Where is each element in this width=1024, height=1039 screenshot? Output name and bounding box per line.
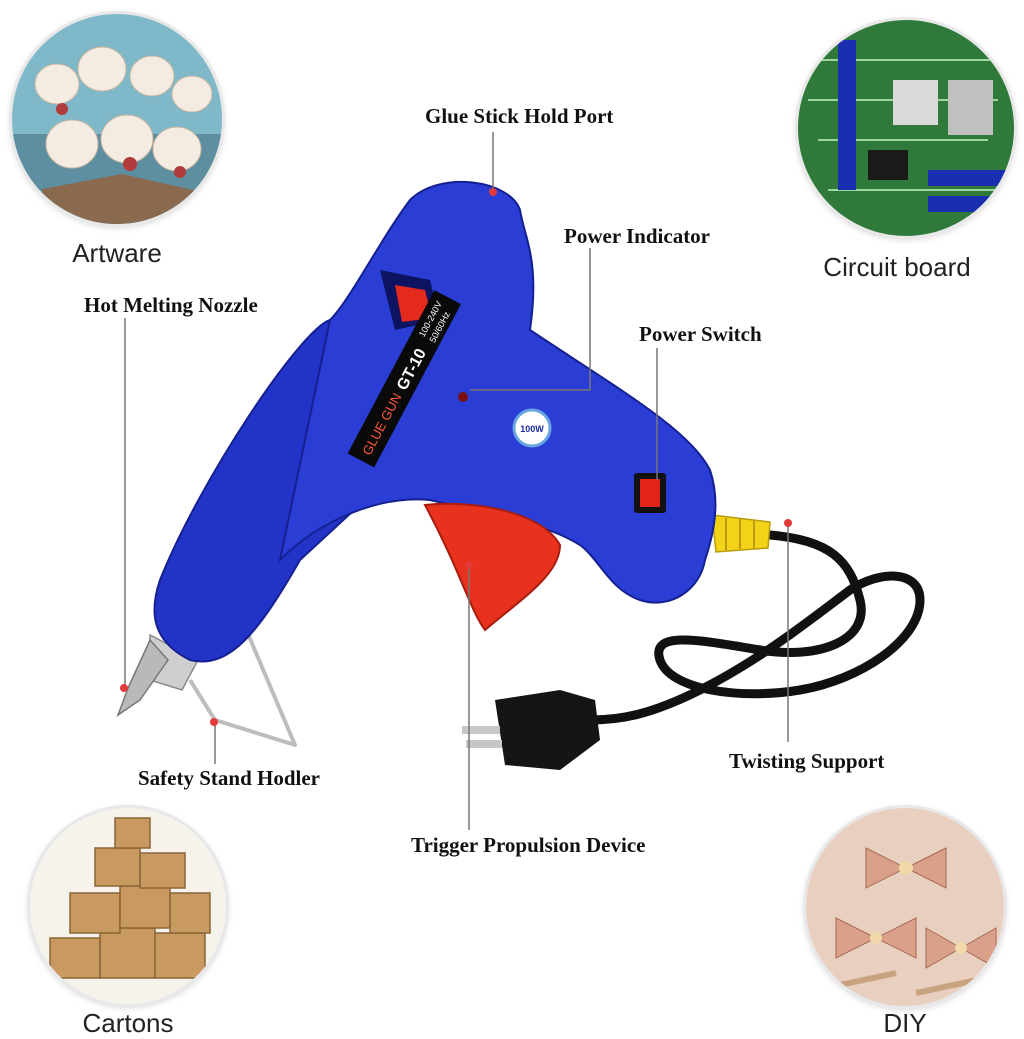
callout-dots bbox=[120, 188, 792, 726]
strain-relief bbox=[711, 514, 771, 553]
glue-stick-hold-port-label: Glue Stick Hold Port bbox=[425, 104, 614, 128]
trigger-label: Trigger Propulsion Device bbox=[411, 833, 646, 857]
power-cord bbox=[585, 530, 925, 725]
artware-photo bbox=[12, 14, 222, 224]
power-switch[interactable] bbox=[634, 473, 666, 513]
power-switch-label: Power Switch bbox=[639, 322, 762, 346]
safety-stand-label: Safety Stand Hodler bbox=[138, 766, 321, 790]
trigger[interactable] bbox=[423, 502, 562, 632]
wattage-badge: 100W bbox=[512, 408, 552, 448]
power-plug bbox=[462, 690, 600, 770]
power-indicator-label: Power Indicator bbox=[564, 224, 711, 248]
wattage-text: 100W bbox=[520, 424, 544, 434]
safety-stand bbox=[188, 614, 297, 747]
diy-photo bbox=[806, 808, 1004, 1006]
diy-caption: DIY bbox=[883, 1008, 927, 1038]
callout-leaders bbox=[124, 132, 789, 830]
cartons-caption: Cartons bbox=[82, 1008, 174, 1038]
hot-melting-nozzle-label: Hot Melting Nozzle bbox=[84, 293, 258, 317]
twisting-support-label: Twisting Support bbox=[729, 749, 885, 773]
circuit-board-caption: Circuit board bbox=[823, 252, 971, 282]
cartons-photo bbox=[30, 808, 226, 1004]
circuit-board-photo bbox=[798, 20, 1014, 236]
power-indicator-led bbox=[458, 392, 468, 402]
artware-caption: Artware bbox=[72, 238, 162, 268]
